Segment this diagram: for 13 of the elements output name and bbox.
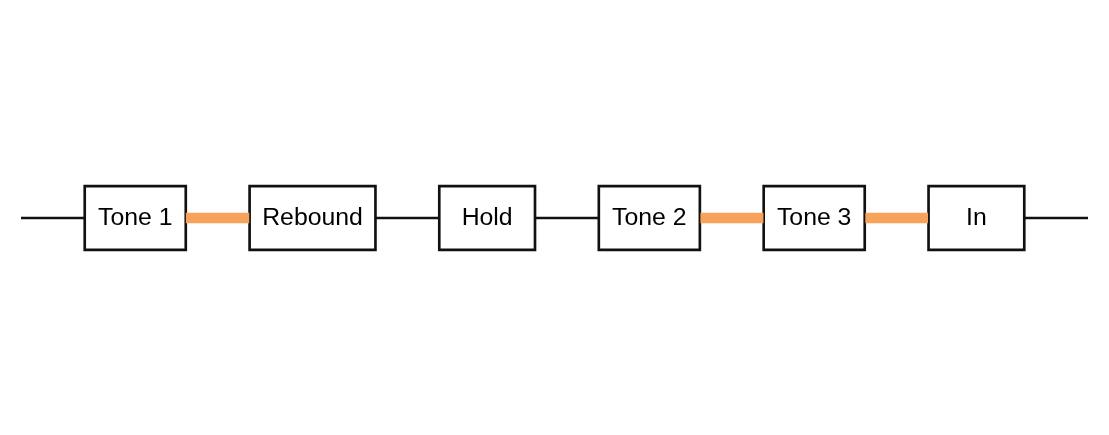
- connector: [865, 212, 929, 223]
- connector: [700, 212, 764, 223]
- node-box: Hold: [437, 184, 537, 251]
- connector: [535, 216, 599, 219]
- connector: [185, 212, 250, 223]
- connector: [375, 216, 439, 219]
- node-box: In: [927, 184, 1026, 251]
- connector: [1024, 216, 1088, 219]
- node-box: Rebound: [248, 184, 377, 251]
- node-box: Tone 2: [597, 184, 702, 251]
- node-box: Tone 3: [762, 184, 867, 251]
- connector: [21, 216, 85, 219]
- node-box: Tone 1: [83, 184, 188, 251]
